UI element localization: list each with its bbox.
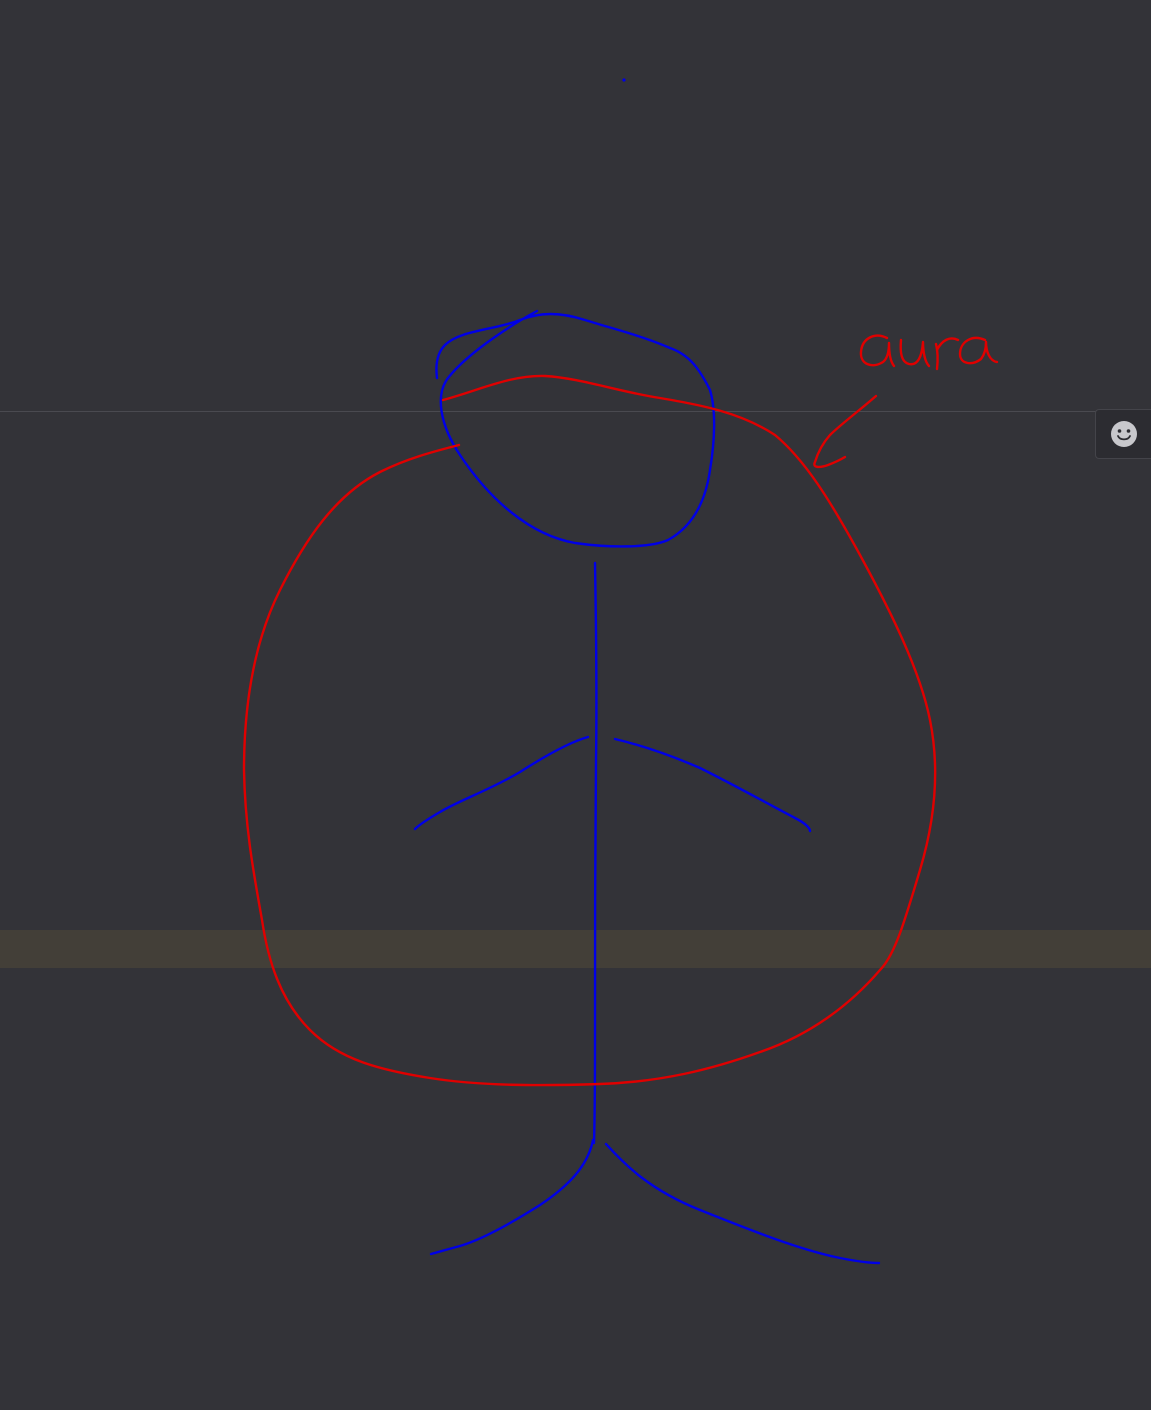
stick-figure-head bbox=[435, 309, 716, 548]
smiley-face-icon bbox=[1110, 421, 1137, 447]
horizontal-divider bbox=[0, 411, 1151, 412]
stick-figure-body bbox=[592, 561, 598, 1145]
stick-figure-left-arm bbox=[413, 735, 590, 831]
stick-figure-right-leg bbox=[604, 1142, 881, 1265]
annotation-handwriting bbox=[859, 334, 999, 371]
stick-figure-left-leg bbox=[429, 1138, 595, 1256]
emoji-reaction-button[interactable] bbox=[1095, 409, 1151, 459]
stick-figure-right-arm bbox=[613, 737, 812, 833]
aura-outline bbox=[242, 374, 937, 1087]
highlighted-row bbox=[0, 930, 1151, 968]
annotation-arrow bbox=[813, 394, 878, 469]
stray-dot bbox=[622, 78, 626, 82]
